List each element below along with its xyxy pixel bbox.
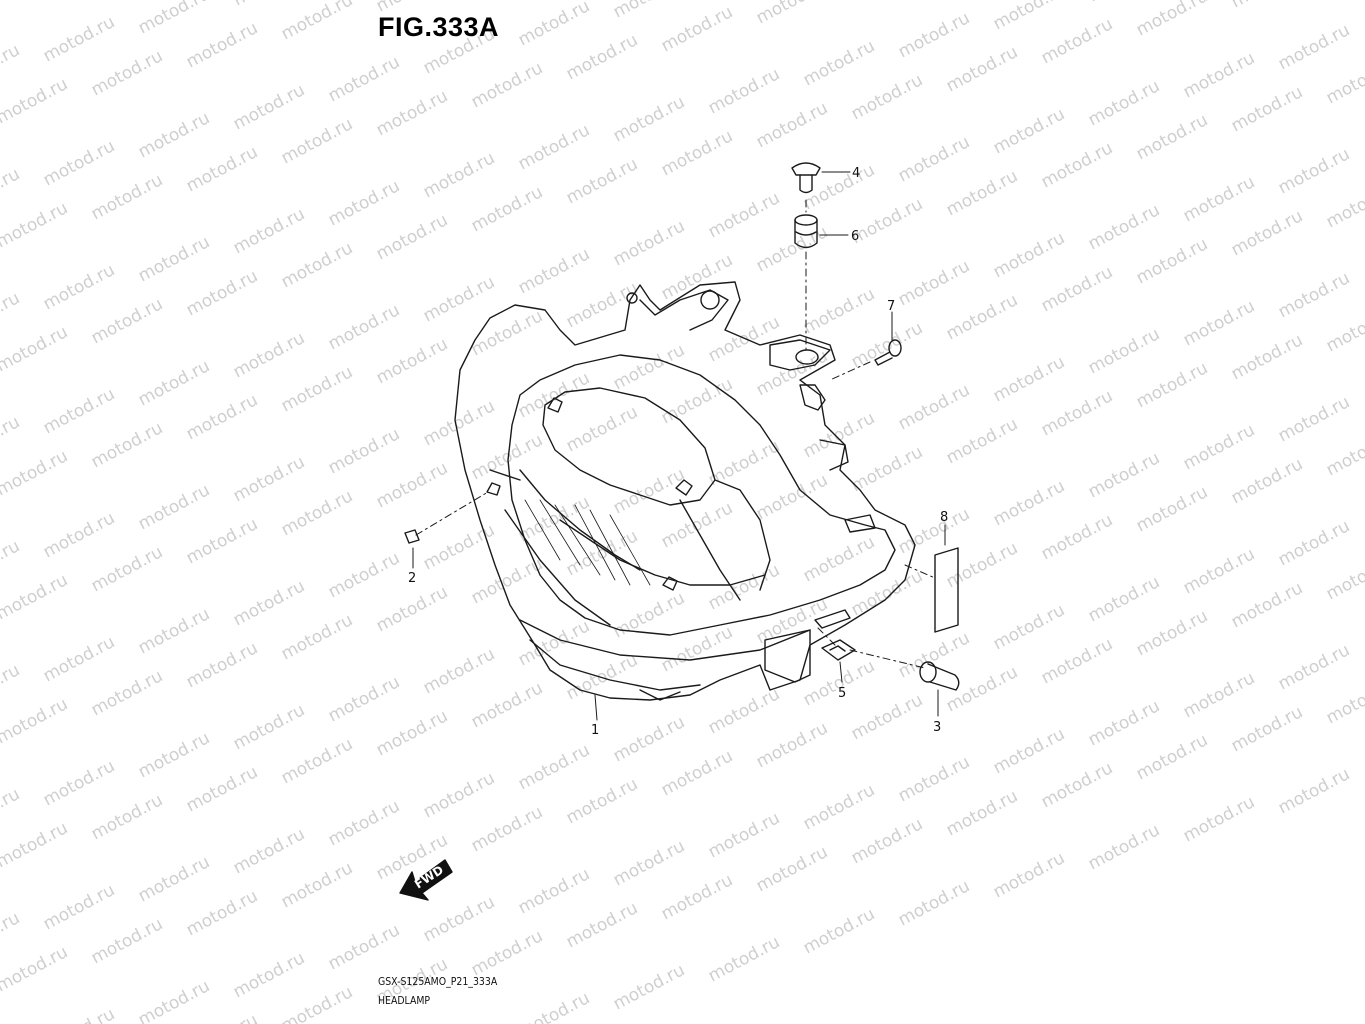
part-3-rivet xyxy=(919,661,960,691)
fwd-label: FWD xyxy=(412,863,446,892)
part-7-bolt xyxy=(874,339,902,366)
figure-name: HEADLAMP xyxy=(378,994,431,1007)
callout-6: 6 xyxy=(851,229,859,244)
lens-rim xyxy=(507,354,896,636)
callout-2: 2 xyxy=(408,571,416,586)
callout-5: 5 xyxy=(838,686,846,701)
reflector xyxy=(542,387,716,506)
part-6-grommet xyxy=(794,214,818,249)
part-5-clip xyxy=(821,639,856,661)
callout-3: 3 xyxy=(933,720,941,735)
part-4-screw xyxy=(791,162,821,194)
callout-1: 1 xyxy=(591,723,599,738)
connector-block xyxy=(764,629,811,683)
figure-code: GSX-S125AMO_P21_333A xyxy=(378,975,498,988)
callout-4: 4 xyxy=(852,166,860,181)
part-2-cap xyxy=(404,529,420,544)
figure-title: FIG.333A xyxy=(378,12,500,42)
fwd-arrow xyxy=(399,859,453,901)
callout-7: 7 xyxy=(887,299,895,314)
part-8-label xyxy=(934,547,959,633)
callout-8: 8 xyxy=(940,510,948,525)
